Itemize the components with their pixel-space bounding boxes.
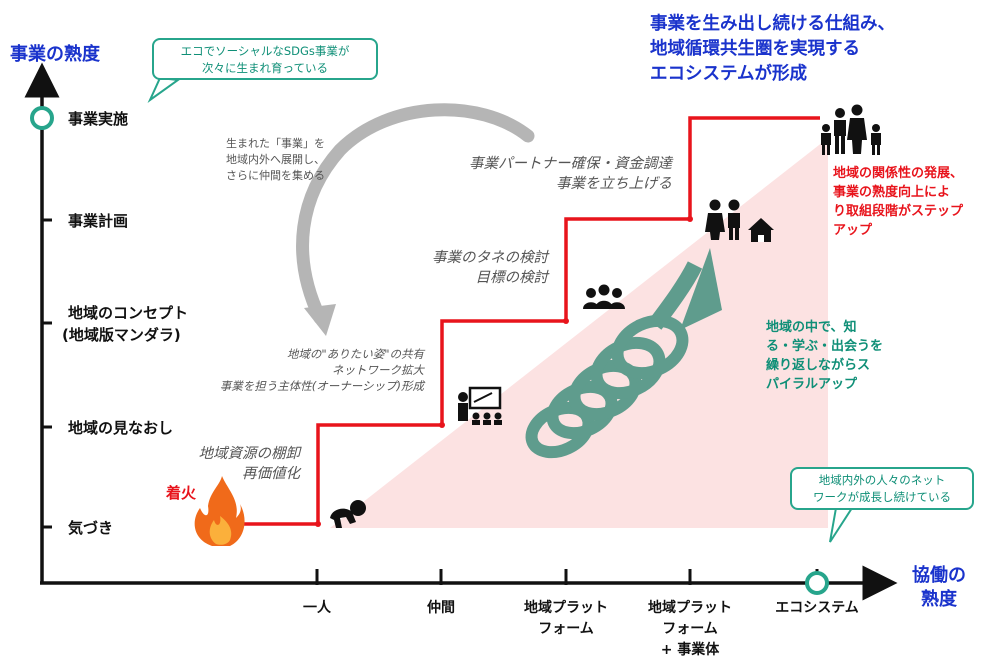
x-stage-ecosystem: エコシステム: [775, 600, 859, 616]
callout-sdgs-business: エコでソーシャルなSDGs事業が 次々に生まれ育っている: [152, 38, 378, 80]
step4-line2: 事業を立ち上げる: [556, 176, 672, 192]
step-up-note: 地域の関係性の発展、 事業の熟度向上によ り取組段階がステップ アップ: [833, 164, 963, 240]
step3-line1: 事業のタネの検討: [432, 250, 548, 266]
headline-line1: 事業を生み出し続ける仕組み、: [650, 14, 895, 34]
x-axis-title: 協働の 熟度: [912, 564, 966, 612]
crawling-baby-icon: [330, 500, 366, 528]
step3-annotation: 事業のタネの検討 目標の検討: [432, 248, 548, 288]
spread-note-line1: 生まれた「事業」を: [226, 137, 325, 150]
y-level-implementation: 事業実施: [68, 110, 129, 128]
step1-annotation: 地域資源の棚卸 再価値化: [199, 444, 301, 484]
red-note-line2: 事業の熟度向上によ: [833, 185, 951, 200]
spiral-arrow-icon: [525, 314, 689, 459]
headline-line3: エコシステムが形成: [650, 64, 807, 84]
stair-node: [439, 422, 445, 428]
x-stage-alone: 一人: [303, 600, 331, 616]
y-level-concept: 地域のコンセプト: [68, 304, 189, 322]
callout-bottom-line2: ワークが成長し続けている: [813, 490, 951, 504]
x-stage-platform-business: 地域プラット フォーム + 事業体: [635, 598, 745, 661]
y-level-review: 地域の見なおし: [68, 419, 174, 437]
callout-top-tail: [147, 76, 181, 103]
step2-annotation: 地域の"ありたい姿"の共有 ネットワーク拡大 事業を担う主体性(オーナーシップ)…: [220, 346, 424, 394]
x-stage-platform-line1: 地域プラット: [524, 600, 608, 616]
spread-note-line3: さらに仲間を集める: [226, 169, 325, 182]
step2-line1: 地域の"ありたい姿"の共有: [286, 347, 424, 361]
step2-line2: ネットワーク拡大: [332, 363, 424, 377]
x-axis-end-marker: [805, 571, 829, 595]
x-axis-title-line1: 協働の: [912, 565, 966, 586]
step4-line1: 事業パートナー確保・資金調達: [469, 156, 672, 172]
callout-bottom-tail: [829, 507, 854, 543]
spiral-note-line4: パイラルアップ: [766, 377, 858, 392]
curved-arrow-icon: [296, 103, 535, 336]
family-icon: [821, 104, 881, 155]
red-note-line3: り取組段階がステップ: [833, 204, 964, 219]
y-level-awareness: 気づき: [68, 519, 114, 537]
callout-bottom-line1: 地域内外の人々のネット: [818, 473, 946, 487]
x-stage-pb-line3: + 事業体: [660, 642, 720, 658]
x-stage-pb-line1: 地域プラット: [648, 600, 732, 616]
fire-icon: [194, 476, 245, 546]
callout-top-line1: エコでソーシャルなSDGs事業が: [180, 44, 350, 58]
step4-annotation: 事業パートナー確保・資金調達 事業を立ち上げる: [469, 154, 672, 194]
growth-triangle: [330, 138, 828, 528]
step1-line1: 地域資源の棚卸: [198, 446, 301, 462]
red-note-line4: アップ: [833, 223, 873, 238]
x-stage-pb-line2: フォーム: [662, 621, 718, 637]
group-icon: [583, 284, 625, 309]
y-axis-title: 事業の熟度: [10, 44, 100, 65]
red-note-line1: 地域の関係性の発展、: [833, 166, 964, 181]
stair-node: [687, 216, 693, 222]
spread-note: 生まれた「事業」を 地域内外へ展開し、 さらに仲間を集める: [226, 136, 325, 184]
spiral-arrow-head: [648, 248, 722, 330]
x-stage-platform: 地域プラット フォーム: [511, 598, 621, 640]
x-stage-friends: 仲間: [427, 600, 455, 616]
maturity-staircase: [220, 116, 820, 526]
spiral-up-note: 地域の中で、知 る・学ぶ・出会うを 繰り返しながらス パイラルアップ: [766, 318, 883, 394]
callout-top-line2: 次々に生まれ育っている: [202, 61, 328, 75]
step3-line2: 目標の検討: [475, 270, 549, 286]
x-axis-title-line2: 熟度: [921, 589, 957, 610]
y-level-planning: 事業計画: [68, 212, 129, 230]
spiral-note-line2: る・学ぶ・出会うを: [766, 339, 884, 354]
step2-line3: 事業を担う主体性(オーナーシップ)形成: [219, 379, 424, 393]
spiral-note-line1: 地域の中で、知: [766, 320, 857, 335]
ignition-label: 着火: [166, 484, 197, 502]
teacher-presentation-icon: [458, 386, 502, 425]
y-axis-top-marker: [30, 106, 54, 130]
spiral-note-line3: 繰り返しながらス: [766, 358, 871, 373]
stair-node: [563, 318, 569, 324]
couple-house-icon: [705, 199, 774, 242]
spread-note-line2: 地域内外へ展開し、: [226, 153, 325, 166]
y-level-concept-sub: (地域版マンダラ): [62, 326, 181, 344]
x-stage-platform-line2: フォーム: [538, 621, 594, 637]
step1-line2: 再価値化: [242, 466, 300, 482]
headline-line2: 地域循環共生圏を実現する: [650, 39, 860, 59]
axes: [24, 62, 898, 601]
callout-network-growth: 地域内外の人々のネット ワークが成長し続けている: [790, 467, 974, 510]
stair-node: [315, 521, 321, 527]
ecosystem-headline: 事業を生み出し続ける仕組み、 地域循環共生圏を実現する エコシステムが形成: [650, 12, 895, 87]
